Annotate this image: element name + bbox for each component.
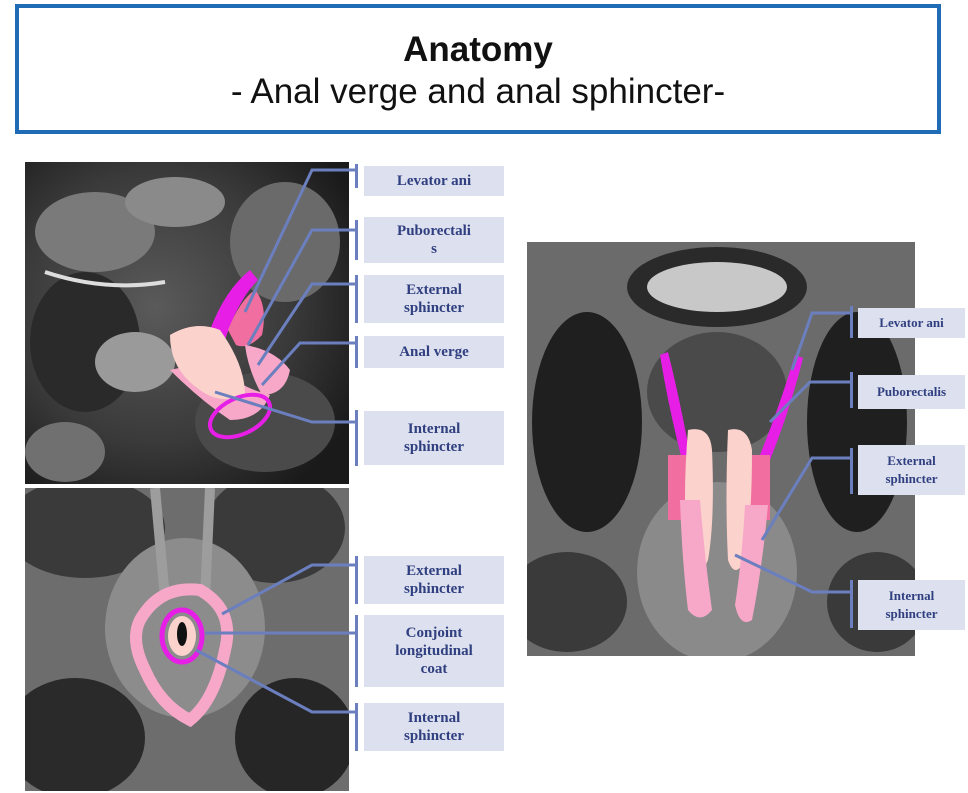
label-bracket [355,336,358,368]
label-bracket [355,275,358,323]
label-external-sphincter-coronal: External sphincter [858,445,965,495]
mri-axial-image [25,488,349,791]
label-internal-sphincter-coronal: Internal sphincter [858,580,965,630]
label-bracket [355,615,358,687]
page-subtitle: - Anal verge and anal sphincter- [19,70,937,114]
title-box: Anatomy - Anal verge and anal sphincter- [15,4,941,134]
label-levator-ani-coronal: Levator ani [858,308,965,338]
label-bracket [850,448,853,494]
mri-sagittal-image [25,162,349,484]
label-external-sphincter-axial: External sphincter [364,556,504,604]
mri-coronal-image [527,242,915,656]
label-conjoint-longitudinal-coat: Conjoint longitudinal coat [364,615,504,687]
label-levator-ani: Levator ani [364,166,504,196]
label-bracket [355,410,358,466]
label-bracket [850,372,853,408]
label-puborectalis-coronal: Puborectalis [858,375,965,409]
page-title: Anatomy [19,30,937,70]
label-bracket [355,703,358,751]
label-bracket [850,580,853,628]
label-puborectalis: Puborectali s [364,217,504,263]
label-anal-verge: Anal verge [364,336,504,368]
label-external-sphincter: External sphincter [364,275,504,323]
label-bracket [355,556,358,604]
label-bracket [355,164,358,188]
label-internal-sphincter-axial: Internal sphincter [364,703,504,751]
label-bracket [850,306,853,338]
label-internal-sphincter: Internal sphincter [364,411,504,465]
label-bracket [355,220,358,260]
